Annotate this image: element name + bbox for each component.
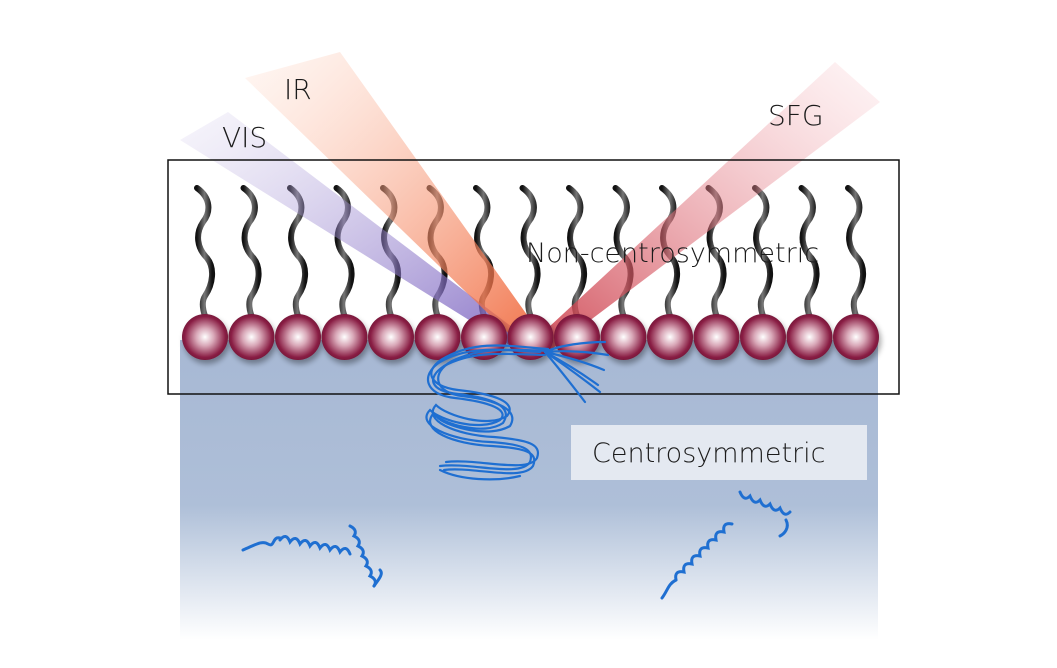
alpha-helix-icon: [660, 490, 792, 600]
lipid-head: [275, 314, 321, 360]
vis-beam: [180, 112, 545, 358]
ir-beam-label: IR: [284, 73, 312, 106]
lipid-head: [321, 314, 368, 360]
interface-box: [167, 159, 900, 395]
sfg-beam-label: SFG: [768, 99, 824, 132]
bulk-region-label: Centrosymmetric: [592, 438, 825, 469]
lipid-head: [647, 314, 693, 360]
ir-beam: [245, 52, 552, 356]
vis-beam-label: VIS: [222, 121, 267, 154]
lipid-head: [228, 314, 275, 360]
lipid-tail: [566, 185, 587, 319]
lipid-head: [554, 314, 600, 360]
lipid-heads: [182, 314, 879, 360]
lipid-head: [414, 314, 461, 360]
bulk-label-box: [571, 425, 867, 480]
alpha-helix-icon: [241, 524, 383, 588]
lipid-head: [693, 314, 740, 360]
lipid-head: [740, 314, 786, 360]
lipid-head: [833, 314, 879, 360]
lipid-tail: [845, 185, 866, 319]
lipid-tail: [519, 185, 541, 319]
sfg-beam: [522, 62, 880, 358]
lipid-head: [368, 314, 414, 360]
lipid-head: [182, 314, 228, 360]
interface-region-label: Non-centrosymmetric: [526, 238, 819, 269]
lipid-head: [600, 314, 647, 360]
lipid-tail: [240, 185, 262, 319]
bulk-region: [180, 340, 878, 640]
lipid-tail: [194, 185, 215, 319]
lipid-head: [786, 314, 833, 360]
lipid-tail: [752, 185, 773, 319]
beta-sheet-protein-icon: [425, 340, 610, 481]
lipid-tail: [798, 185, 820, 319]
